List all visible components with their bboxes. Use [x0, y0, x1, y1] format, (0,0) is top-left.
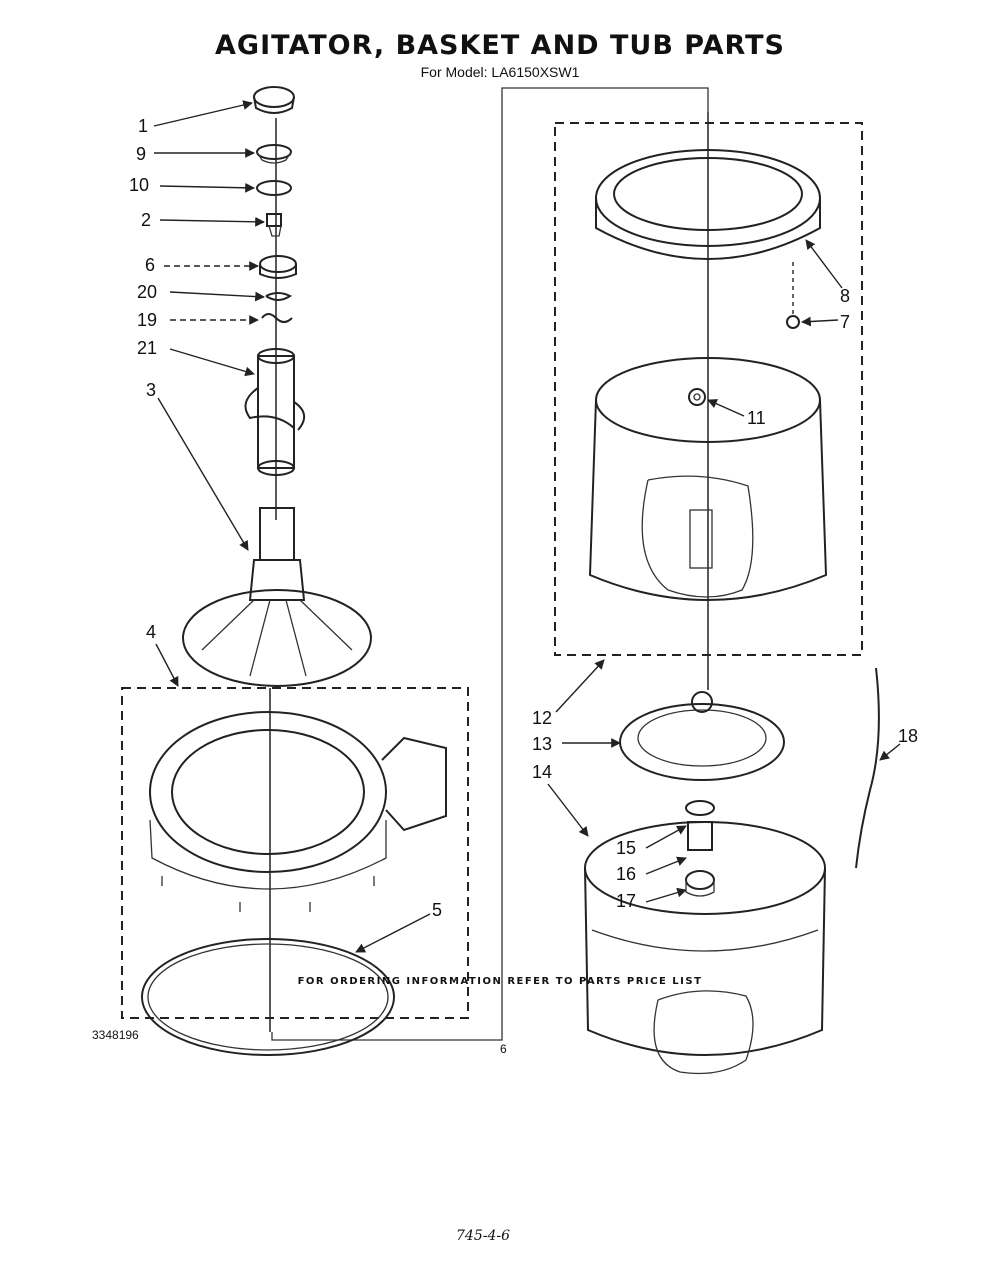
page-number: 6: [500, 1042, 507, 1056]
assembly-outline: [271, 87, 709, 1041]
svg-text:7: 7: [840, 312, 850, 332]
auger-part-21: [244, 348, 305, 476]
svg-text:3: 3: [146, 380, 156, 400]
nut-part-17: [685, 870, 715, 897]
agitator-cap-part-1: [253, 86, 295, 114]
diagram-title: AGITATOR, BASKET AND TUB PARTS: [215, 30, 785, 61]
svg-text:8: 8: [840, 286, 850, 306]
svg-text:1: 1: [138, 116, 148, 136]
svg-text:15: 15: [616, 838, 636, 858]
svg-text:21: 21: [137, 338, 157, 358]
washer-part-20: [265, 292, 292, 301]
group-box-4: [121, 687, 469, 1019]
svg-text:14: 14: [532, 762, 552, 782]
nut-part-11: [688, 388, 706, 406]
callout-1: 1: [138, 100, 253, 136]
callout-5: 5: [355, 900, 442, 953]
svg-text:9: 9: [136, 144, 146, 164]
dog-part-2: [266, 213, 282, 237]
model-subtitle: For Model: LA6150XSW1: [420, 64, 580, 80]
tub-ring-part-4: [149, 711, 447, 912]
screw-part-7: [786, 262, 800, 329]
callout-13: 13: [532, 734, 621, 754]
hose-part-18: [855, 667, 880, 869]
svg-text:11: 11: [747, 408, 766, 428]
callout-15: 15: [616, 825, 687, 858]
callout-12: 12: [532, 659, 605, 728]
tub-seal-part-5: [141, 938, 395, 1056]
svg-text:12: 12: [532, 708, 552, 728]
bearing-part-16: [687, 821, 713, 851]
agitator-base-part-3: [182, 507, 372, 687]
svg-text:16: 16: [616, 864, 636, 884]
callout-16: 16: [616, 856, 687, 884]
document-number: 3348196: [92, 1028, 139, 1042]
callout-17: 17: [616, 887, 687, 911]
callout-10: 10: [129, 175, 255, 195]
seal-part-15: [685, 800, 715, 816]
callout-18: 18: [879, 726, 918, 761]
svg-text:20: 20: [137, 282, 157, 302]
callout-20: 20: [137, 282, 265, 302]
callout-11: 11: [707, 399, 766, 428]
callout-9: 9: [136, 144, 255, 164]
callout-3: 3: [146, 380, 249, 551]
callout-6: 6: [145, 255, 259, 275]
svg-text:13: 13: [532, 734, 552, 754]
outer-tub-part-14: [584, 821, 826, 1075]
callout-19: 19: [137, 310, 259, 330]
seal-ring-part-10: [256, 180, 292, 196]
cam-part-6: [259, 255, 297, 279]
handwritten-note: 745-4-6: [456, 1228, 510, 1244]
callout-21: 21: [137, 338, 255, 377]
callout-4: 4: [146, 622, 179, 687]
callout-7: 7: [801, 312, 850, 332]
callout-14: 14: [532, 762, 589, 837]
svg-text:4: 4: [146, 622, 156, 642]
callout-8: 8: [805, 239, 850, 306]
hub-part-13: [619, 691, 785, 781]
cap-insert-part-9: [256, 144, 292, 164]
spring-part-19: [261, 313, 293, 323]
svg-text:5: 5: [432, 900, 442, 920]
svg-text:6: 6: [145, 255, 155, 275]
basket-part-12: [588, 357, 828, 601]
svg-text:2: 2: [141, 210, 151, 230]
ordering-note: FOR ORDERING INFORMATION REFER TO PARTS …: [297, 976, 703, 987]
svg-text:10: 10: [129, 175, 149, 195]
callout-2: 2: [141, 210, 265, 230]
svg-text:19: 19: [137, 310, 157, 330]
svg-text:18: 18: [898, 726, 918, 746]
svg-text:17: 17: [616, 891, 636, 911]
